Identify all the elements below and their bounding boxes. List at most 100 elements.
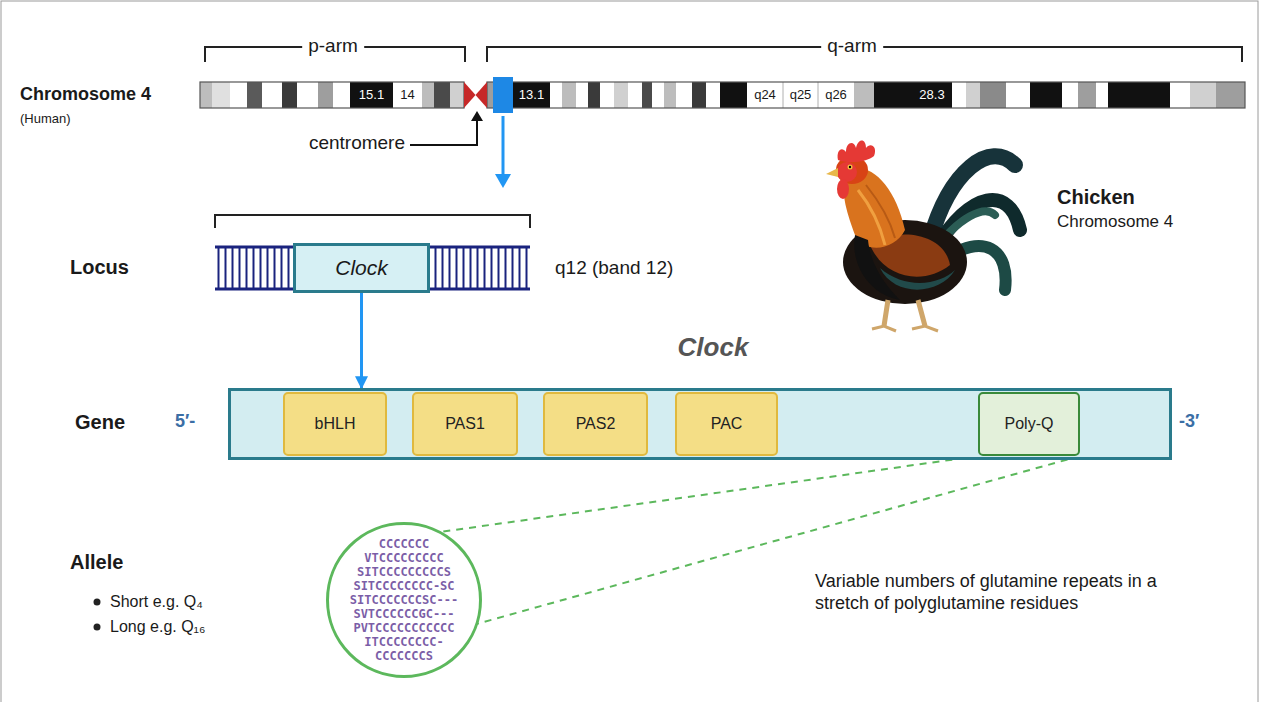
chromosome-ideogram <box>200 82 212 108</box>
chromosome-ideogram <box>464 82 476 108</box>
box-text: Poly-Q <box>1005 415 1054 433</box>
chromosome-ideogram <box>818 82 819 108</box>
sequence-row: CCCCCCCS <box>375 649 433 663</box>
rooster-illustration <box>854 235 900 300</box>
row-heading: Locus <box>70 255 129 279</box>
row-heading: Gene <box>75 410 125 434</box>
sequence-row: CCCCCCC <box>379 537 430 551</box>
domain-box: bHLH <box>283 392 387 456</box>
box-text: PAS1 <box>445 415 485 433</box>
band-label: q24 <box>754 87 776 103</box>
chromosome-ideogram <box>1030 82 1062 108</box>
sequence-row: SITCCCCCCCSC--- <box>350 593 458 607</box>
strand-end-label: 5′- <box>175 411 195 433</box>
gene-bar: ClockbHLHPAS1PAS2PACPoly-Q <box>228 388 1172 460</box>
chromosome-ideogram <box>1170 82 1190 108</box>
sequence-row: SITCCCCCCCC-SC <box>353 579 454 593</box>
band-label: 28.3 <box>919 87 944 103</box>
chromosome-ideogram <box>487 82 494 108</box>
chromosome-ideogram <box>664 82 676 108</box>
species-label: (Human) <box>20 111 71 127</box>
chromosome-ideogram <box>1096 82 1108 108</box>
chromosome-ideogram <box>393 82 422 108</box>
box-text: Clock <box>335 256 388 280</box>
band-marker <box>493 77 513 113</box>
arm-label: p-arm <box>302 35 364 58</box>
chromosome-ideogram <box>652 82 664 108</box>
chromosome-ideogram <box>1078 82 1096 108</box>
sequence-row: VTCCCCCCCCC <box>364 551 443 565</box>
chromosome-ideogram <box>692 82 706 108</box>
chromosome-label: Chromosome 4 <box>20 84 151 106</box>
zoom-arrow <box>495 116 511 188</box>
chromosome-ideogram <box>874 82 952 108</box>
pointer-arrow <box>410 111 483 145</box>
rooster-illustration <box>866 185 895 238</box>
chromosome-ideogram <box>487 82 1245 108</box>
rooster-illustration <box>838 141 875 163</box>
band-label: q25 <box>790 87 812 103</box>
chromosome-ideogram <box>720 82 747 108</box>
sequence-row: SITCCCCCCCCCS <box>357 565 451 579</box>
chromosome-ideogram <box>333 82 350 108</box>
arm-label: q-arm <box>821 35 883 58</box>
band-label: 13.1 <box>519 87 544 103</box>
allele-item: Short e.g. Q₄ <box>110 592 203 611</box>
pointer-arrow <box>471 111 483 121</box>
chromosome-ideogram <box>476 82 488 108</box>
bullet <box>94 599 101 606</box>
chromosome-ideogram <box>562 82 576 108</box>
rooster-illustration <box>837 179 849 199</box>
pointer-arrow <box>410 120 477 145</box>
domain-box: PAS2 <box>543 392 648 456</box>
band-marker <box>493 77 513 113</box>
note-text: Variable numbers of glutamine repeats in… <box>815 571 1160 614</box>
chromosome-ideogram <box>434 82 450 108</box>
chromosome-ideogram <box>282 82 297 108</box>
chromosome-ideogram <box>1190 82 1216 108</box>
chromosome-ideogram <box>783 82 784 108</box>
sequence-row: ITCCCCCCCC- <box>364 635 443 649</box>
domain-box: PAS1 <box>412 392 518 456</box>
rooster-illustration <box>837 162 857 182</box>
zoom-arrow <box>360 293 363 388</box>
band-label: q26 <box>825 87 847 103</box>
magnifier-outline <box>328 524 481 677</box>
sequence-row: PVTCCCCCCCCCCC <box>353 621 454 635</box>
chromosome-ideogram <box>614 82 628 108</box>
chromosome-ideogram <box>318 82 333 108</box>
rooster-illustration <box>880 268 955 290</box>
box-text: PAS2 <box>576 415 616 433</box>
rooster-illustration <box>826 168 838 177</box>
gene-heading: Clock <box>678 332 749 363</box>
rooster-illustration <box>848 165 853 170</box>
chromosome-ideogram <box>513 82 550 108</box>
row-heading: Allele <box>70 550 123 574</box>
chromosome-ideogram <box>1062 82 1078 108</box>
chromosome-ideogram <box>200 82 1245 108</box>
box-text: bHLH <box>315 415 356 433</box>
chromosome-ideogram <box>247 82 262 108</box>
chromosome-ideogram <box>1216 82 1245 108</box>
rooster-illustration <box>849 166 851 168</box>
chromosome-ideogram <box>747 82 854 108</box>
zoom-arrow <box>502 116 505 176</box>
bullet <box>94 624 101 631</box>
locus-bracket <box>215 215 530 228</box>
chromosome-ideogram <box>350 82 393 108</box>
chromosome-label: Chromosome 4 <box>1057 212 1173 232</box>
rooster-illustration <box>884 300 925 326</box>
chromosome-ideogram <box>262 82 282 108</box>
strand-end-label: -3′ <box>1179 411 1199 433</box>
chromosome-ideogram <box>450 82 464 108</box>
band-label: 15.1 <box>359 87 384 103</box>
pointer-label: centromere <box>309 132 405 155</box>
chromosome-ideogram <box>576 82 588 108</box>
chromosome-ideogram <box>952 82 966 108</box>
chromosome-ideogram <box>200 82 464 108</box>
box-text: PAC <box>711 415 743 433</box>
chromosome-ideogram <box>628 82 642 108</box>
chromosome-ideogram <box>212 82 230 108</box>
